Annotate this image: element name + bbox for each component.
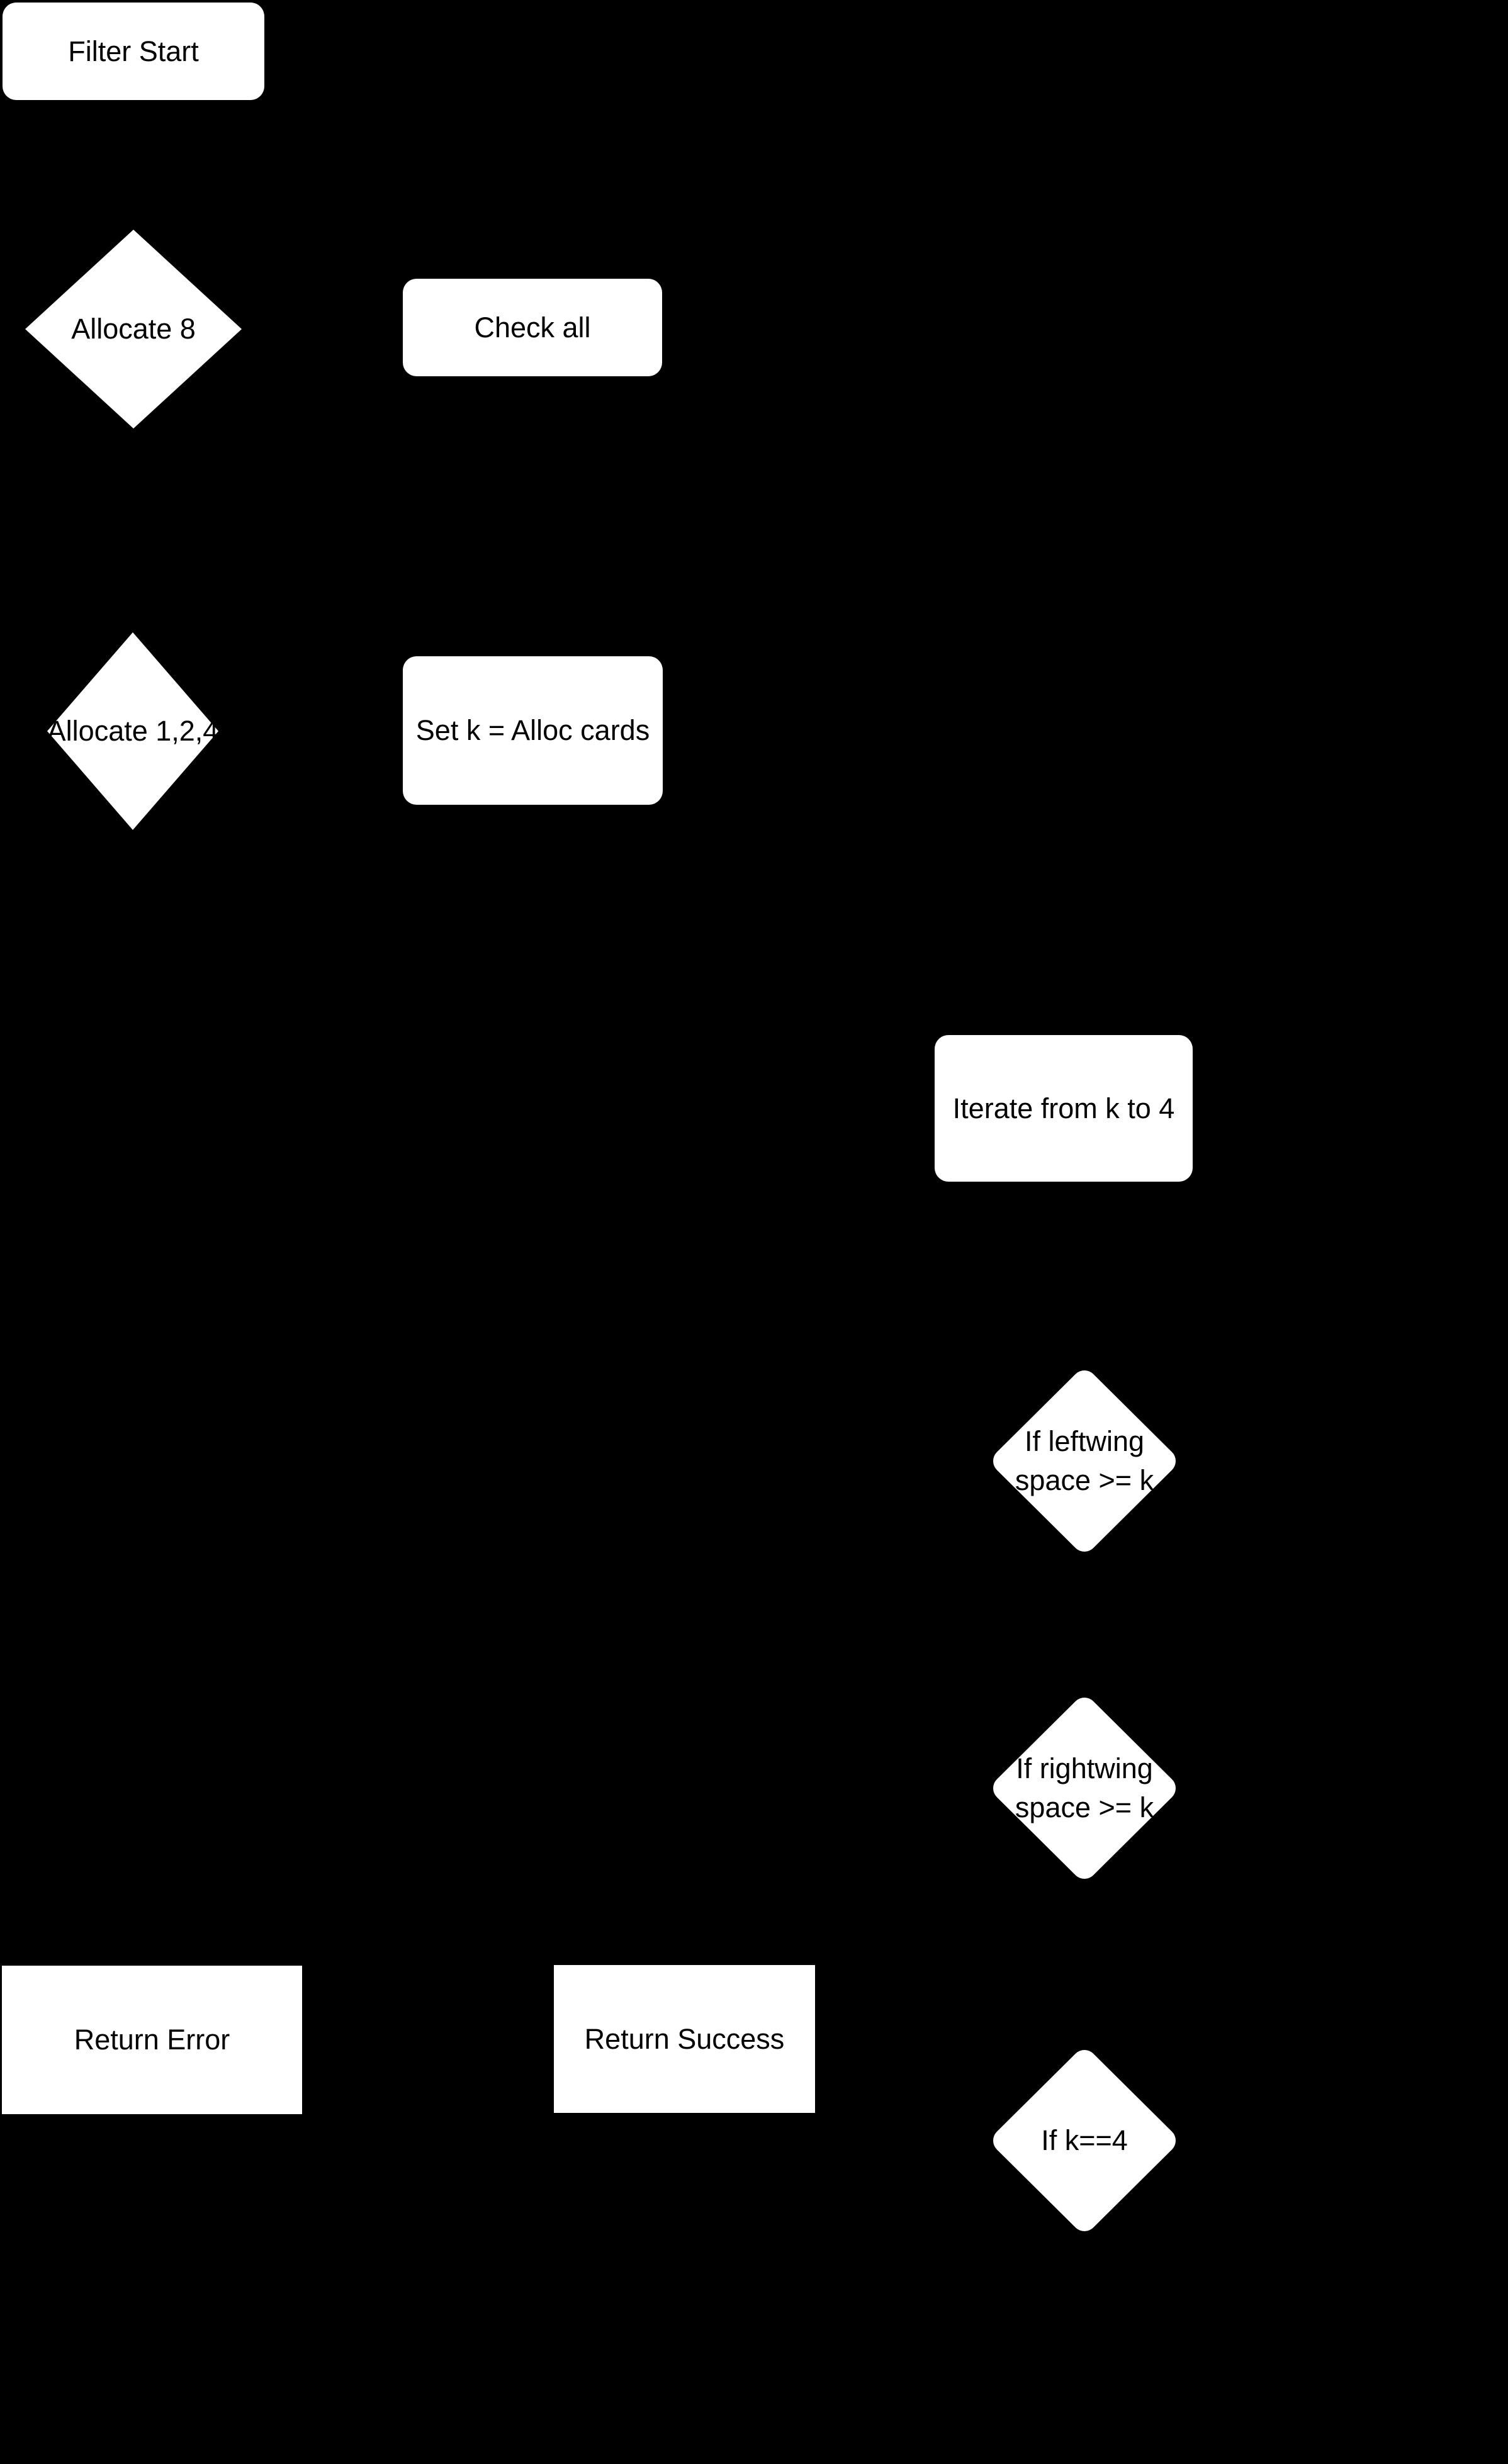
diamond-shape: [993, 1370, 1176, 1552]
node-label: Iterate from k to 4: [952, 1092, 1175, 1124]
node-label: Check all: [474, 311, 591, 344]
node-label-line1: If rightwing: [1016, 1752, 1153, 1784]
flow-node-filter-start: Filter Start: [3, 3, 264, 100]
node-label-line2: space >= k: [1015, 1791, 1154, 1823]
flow-node-if-rightwing: If rightwing space >= k: [993, 1698, 1176, 1879]
node-label: If k==4: [1041, 2124, 1128, 2156]
flow-node-set-k: Set k = Alloc cards: [403, 656, 663, 805]
flow-node-if-k4: If k==4: [993, 2050, 1176, 2231]
flow-node-allocate-8: Allocate 8: [25, 230, 242, 428]
node-label: Filter Start: [68, 35, 199, 67]
diamond-shape: [25, 230, 242, 428]
node-label: Set k = Alloc cards: [415, 714, 650, 746]
diamond-shape: [993, 1698, 1176, 1879]
flow-node-check-all: Check all: [403, 279, 662, 376]
diamond-shape: [47, 632, 218, 830]
flow-node-if-leftwing: If leftwing space >= k: [993, 1370, 1176, 1552]
flow-node-return-error: Return Error: [2, 1966, 302, 2114]
node-label: If rightwing space >= k: [993, 1698, 1176, 1879]
flow-node-iterate: Iterate from k to 4: [935, 1035, 1193, 1182]
node-label: Allocate 8: [71, 313, 196, 345]
node-label-line1: If leftwing: [1024, 1425, 1145, 1457]
flow-node-allocate-124: Allocate 1,2,4: [47, 632, 218, 830]
node-label: Allocate 1,2,4: [47, 715, 219, 747]
node-label-line2: space >= k: [1015, 1464, 1154, 1496]
flow-node-return-success: Return Success: [554, 1965, 815, 2113]
node-label: If leftwing space >= k: [993, 1370, 1176, 1552]
node-label: Return Error: [74, 2024, 230, 2056]
diamond-shape: [993, 2050, 1176, 2231]
node-label: Return Success: [584, 2022, 785, 2055]
